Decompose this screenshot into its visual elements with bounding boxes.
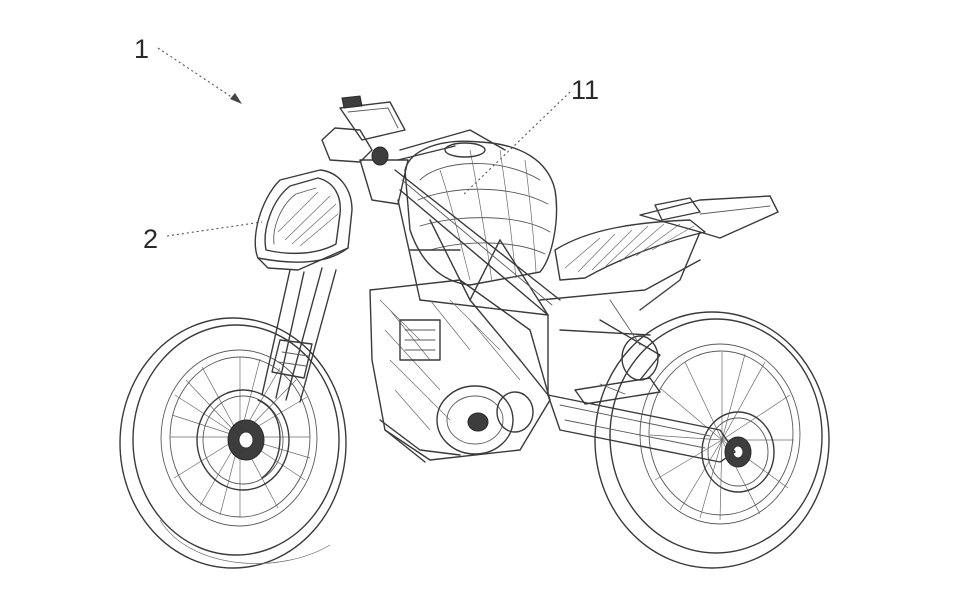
exhaust-header: [379, 419, 461, 456]
leader-line-2: [166, 221, 263, 237]
fuel-cap: [444, 142, 486, 158]
left-switchgear: [321, 127, 373, 163]
rear-wheel: [594, 311, 830, 569]
reference-label-2: 2: [143, 224, 158, 254]
output-sprocket-cover: [496, 391, 534, 433]
ground-shadow-front: [159, 519, 331, 564]
front-fork: [261, 267, 337, 403]
clutch-cover: [436, 385, 514, 455]
seat: [554, 219, 706, 281]
rear-shock: [621, 335, 659, 381]
handlebar-cockpit: [321, 95, 506, 205]
front-brake-disc: [196, 389, 290, 491]
rear-wheel-spokes: [649, 352, 794, 521]
rear-sprocket: [701, 411, 775, 493]
pillion-grab: [654, 197, 701, 221]
engine: [369, 279, 551, 463]
trellis-frame: [394, 169, 561, 396]
cylinder-head: [399, 319, 441, 361]
reference-label-1: 1: [134, 34, 149, 64]
swingarm: [547, 377, 736, 463]
instrument-display: [339, 101, 406, 141]
rear-subframe: [539, 259, 701, 381]
leader-line-11: [461, 91, 571, 197]
reference-label-11: 11: [571, 75, 599, 105]
headlight-fairing: [254, 169, 353, 271]
steering-head: [359, 159, 409, 205]
front-wheel: [119, 317, 347, 569]
fuel-tank: [404, 140, 558, 286]
leader-line-1: [157, 47, 242, 104]
front-brake-caliper: [257, 399, 281, 479]
tail-unit: [639, 195, 779, 311]
